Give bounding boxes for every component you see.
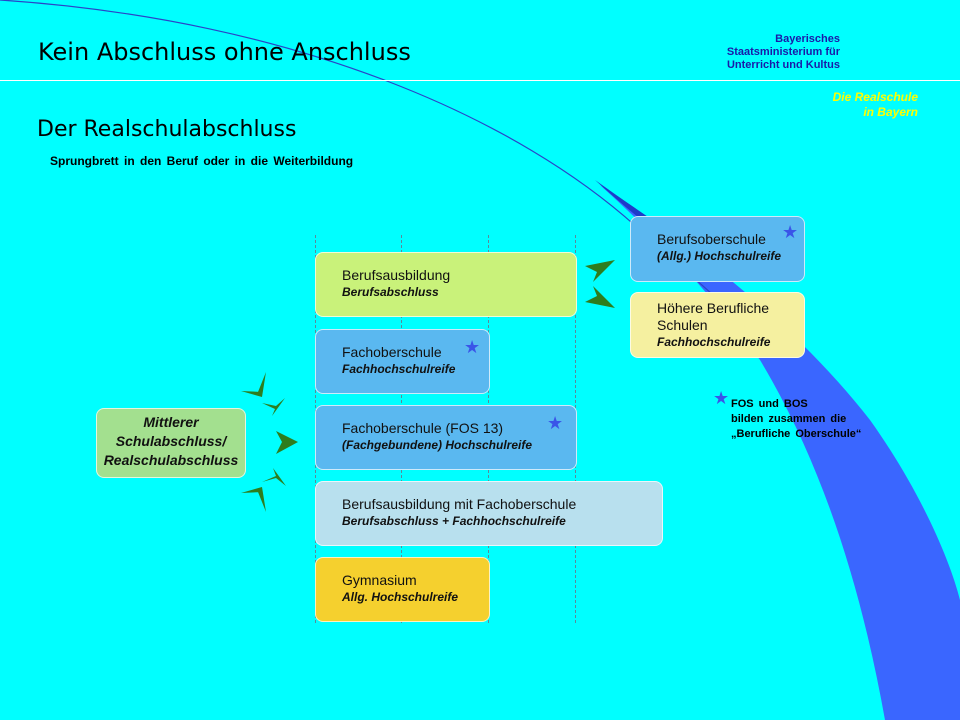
fos-bos-note: FOS und BOS bilden zusammen die „Berufli…	[731, 397, 861, 442]
arrow-icon	[262, 398, 285, 416]
box-title: Höhere Berufliche Schulen	[657, 300, 770, 333]
box-title: Berufsausbildung mit Fachoberschule	[342, 496, 577, 512]
section-title: Der Realschulabschluss	[37, 117, 297, 142]
box-title: Fachoberschule (FOS 13)	[342, 420, 504, 436]
start-line-3: Realschulabschluss	[103, 452, 239, 468]
section-subtitle: Sprungbrett in den Beruf oder in die Wei…	[50, 154, 354, 168]
start-line-1: Mittlerer	[143, 414, 199, 430]
arrow-icon	[585, 286, 615, 308]
box-title: Gymnasium	[342, 572, 417, 588]
arrow-icon	[585, 260, 615, 282]
box-fachoberschule: Fachoberschule Fachhochschulreife ★	[315, 329, 490, 394]
note-line-1: FOS und BOS	[731, 398, 808, 410]
box-qualification: Berufsabschluss	[342, 285, 439, 299]
box-hoehere-berufliche: Höhere Berufliche Schulen Fachhochschulr…	[630, 292, 805, 358]
star-icon: ★	[782, 222, 799, 242]
box-berufsausbildung: Berufsausbildung Berufsabschluss	[315, 252, 577, 317]
box-qualification: (Allg.) Hochschulreife	[657, 249, 782, 263]
bos-arrows	[585, 260, 615, 308]
star-icon: ★	[713, 388, 730, 408]
box-qualification: (Fachgebundene) Hochschulreife	[342, 438, 533, 452]
fan-arrows	[241, 372, 298, 512]
ministry-line-3: Unterricht und Kultus	[726, 59, 840, 71]
header-divider	[0, 80, 960, 81]
box-qualification: Allg. Hochschulreife	[342, 590, 459, 604]
realschule-line-1: Die Realschule	[832, 90, 918, 104]
ministry-line-1: Bayerisches	[775, 33, 840, 45]
box-title: Berufsausbildung	[342, 267, 451, 283]
box-berufsoberschule: Berufsoberschule (Allg.) Hochschulreife …	[630, 216, 805, 282]
box-title: Berufsoberschule	[657, 231, 766, 247]
box-title: Fachoberschule	[342, 344, 442, 360]
ministry-line-2: Staatsministerium für	[726, 46, 840, 58]
page-title: Kein Abschluss ohne Anschluss	[38, 38, 411, 66]
note-line-3: „Berufliche Oberschule“	[731, 428, 862, 440]
arrow-icon	[262, 468, 286, 486]
realschule-line-2: in Bayern	[863, 105, 918, 119]
realschule-label: Die Realschule in Bayern	[718, 90, 918, 120]
arrow-icon	[276, 431, 298, 454]
realschulabschluss-box: Mittlerer Schulabschluss/ Realschulabsch…	[96, 408, 246, 478]
start-line-2: Schulabschluss/	[115, 433, 227, 449]
arrow-icon	[241, 487, 266, 512]
box-gymnasium: Gymnasium Allg. Hochschulreife	[315, 557, 490, 622]
box-berufsausbildung-fos: Berufsausbildung mit Fachoberschule Beru…	[315, 481, 663, 546]
note-line-2: bilden zusammen die	[731, 413, 847, 425]
box-fos13: Fachoberschule (FOS 13) (Fachgebundene) …	[315, 405, 577, 470]
box-qualification: Fachhochschulreife	[657, 335, 771, 349]
box-qualification: Fachhochschulreife	[342, 362, 456, 376]
box-qualification: Berufsabschluss + Fachhochschulreife	[342, 514, 566, 528]
star-icon: ★	[547, 413, 564, 433]
star-icon: ★	[464, 337, 481, 357]
ministry-label: Bayerisches Staatsministerium für Unterr…	[640, 33, 840, 72]
arrow-icon	[241, 372, 266, 397]
